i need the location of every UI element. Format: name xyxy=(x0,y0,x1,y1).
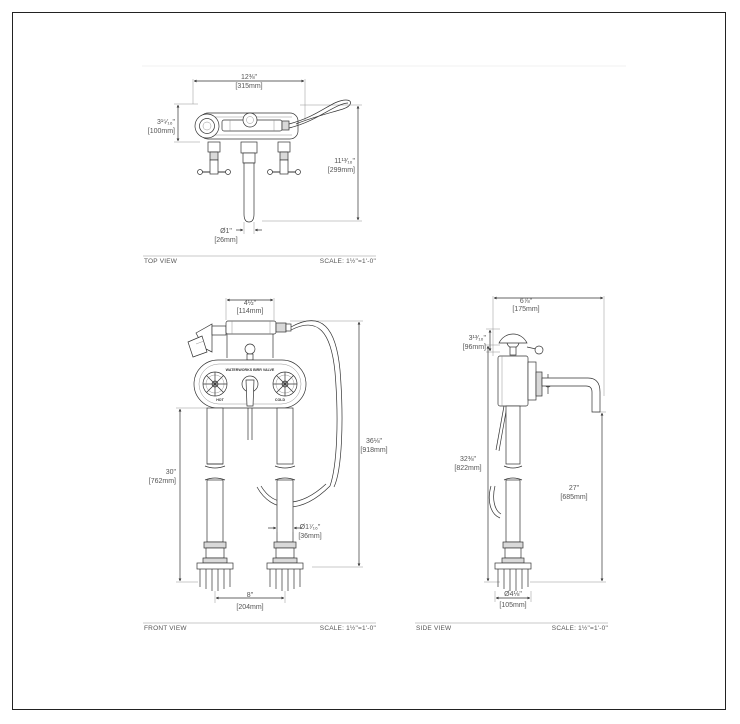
top-left-cross-handle xyxy=(197,159,231,175)
top-view-fixture xyxy=(194,99,351,223)
side-view: 6⅞" [175mm] 3¹³⁄₁₆" [96mm] 32⅜" [822mm] … xyxy=(415,296,608,632)
drawing-frame xyxy=(12,12,726,710)
dim-front-overall: 36⅛" [918mm] xyxy=(290,320,388,568)
dim-front-leg-dia-in: Ø1⁷⁄₁₆" xyxy=(300,524,321,531)
side-view-scale: SCALE: 1½"=1'-0" xyxy=(552,624,609,632)
dim-side-projection-mm: [175mm] xyxy=(512,306,539,313)
top-view: 12⅜" [315mm] 3¹⁵⁄₁₆" [100mm] 11¹³⁄₁₆" [2… xyxy=(143,74,376,265)
cold-wheel-handle xyxy=(272,371,298,397)
dim-front-overall-mm: [918mm] xyxy=(360,447,387,454)
front-view-fixture: WATERWORKS BIRR VALVE HOT C xyxy=(187,320,343,591)
dim-side-outlet-height-in: 27" xyxy=(569,485,580,492)
dim-top-length-mm: [299mm] xyxy=(328,167,355,174)
dim-top-width-mm: [315mm] xyxy=(235,83,262,90)
top-view-title: TOP VIEW xyxy=(144,258,178,265)
dim-front-overall-in: 36⅛" xyxy=(366,438,383,445)
dim-side-projection-in: 6⅞" xyxy=(520,298,533,305)
dim-front-centers: 8" [204mm] xyxy=(214,591,286,611)
cold-label: COLD xyxy=(275,398,286,402)
hot-label: HOT xyxy=(216,398,224,402)
dim-front-handshower-mm: [114mm] xyxy=(237,308,264,315)
dim-front-handshower-in: 4½" xyxy=(244,299,257,307)
dim-top-dia-in: Ø1" xyxy=(220,228,232,235)
dim-side-flange-mm: [105mm] xyxy=(499,602,526,609)
dim-top-length-in: 11¹³⁄₁₆" xyxy=(334,158,355,165)
dim-top-depth: 3¹⁵⁄₁₆" [100mm] xyxy=(148,103,200,143)
dim-side-cradle-mm: [96mm] xyxy=(463,344,486,351)
dim-top-diameter: Ø1" [26mm] xyxy=(214,222,262,244)
dim-top-depth-in: 3¹⁵⁄₁₆" xyxy=(157,119,175,126)
dim-side-spout-height-mm: [822mm] xyxy=(454,465,481,472)
left-floor-flange xyxy=(196,562,234,591)
dim-front-centers-mm: [204mm] xyxy=(236,604,263,611)
front-view-scale: SCALE: 1½"=1'-0" xyxy=(320,624,377,632)
dim-front-handshower: 4½" [114mm] xyxy=(225,298,275,320)
front-view-title: FRONT VIEW xyxy=(144,625,187,632)
dim-front-height: 30" [762mm] xyxy=(149,407,207,583)
dim-front-height-mm: [762mm] xyxy=(149,478,176,485)
dim-top-dia-mm: [26mm] xyxy=(214,237,237,244)
dim-side-spout-height: 32⅜" [822mm] xyxy=(454,344,500,583)
dim-front-height-in: 30" xyxy=(166,469,177,476)
dim-side-outlet-height: 27" [685mm] xyxy=(530,411,606,583)
dim-side-flange-in: Ø4⅛" xyxy=(504,591,522,598)
dim-top-width-in: 12⅜" xyxy=(241,74,258,81)
dim-front-leg-dia: Ø1⁷⁄₁₆" [36mm] xyxy=(268,520,322,540)
hot-wheel-handle xyxy=(202,371,228,397)
dim-side-outlet-height-mm: [685mm] xyxy=(560,494,587,501)
top-right-cross-handle xyxy=(267,159,301,175)
side-view-fixture xyxy=(488,333,601,591)
dim-side-projection: 6⅞" [175mm] xyxy=(492,296,605,396)
front-brand-label: WATERWORKS BIRR VALVE xyxy=(226,368,275,372)
side-view-title: SIDE VIEW xyxy=(416,625,452,632)
front-view: 4½" [114mm] 30" [762mm] 36⅛" [918mm] xyxy=(143,298,388,632)
dim-top-depth-mm: [100mm] xyxy=(148,128,175,135)
dim-side-cradle: 3¹³⁄₁₆" [96mm] xyxy=(463,328,500,353)
top-view-scale: SCALE: 1½"=1'-0" xyxy=(320,257,377,265)
right-floor-flange xyxy=(266,562,304,591)
dim-front-centers-in: 8" xyxy=(247,592,254,599)
dim-side-spout-height-in: 32⅜" xyxy=(460,456,477,463)
dim-top-width: 12⅜" [315mm] xyxy=(192,74,306,120)
dim-side-flange: Ø4⅛" [105mm] xyxy=(494,591,532,609)
dim-front-leg-dia-mm: [36mm] xyxy=(298,533,321,540)
dim-side-cradle-in: 3¹³⁄₁₆" xyxy=(469,335,487,342)
